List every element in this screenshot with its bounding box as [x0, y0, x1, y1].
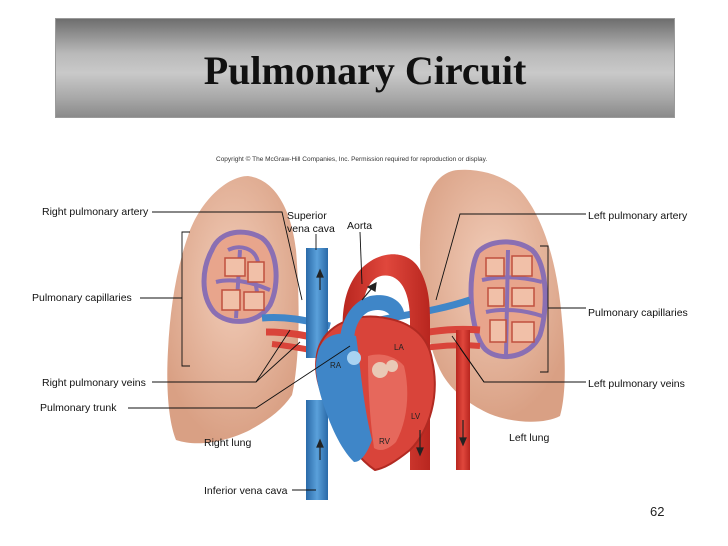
label-pulmonary-capillaries-right-lung: Pulmonary capillaries [32, 292, 132, 304]
label-pulmonary-capillaries-left-lung: Pulmonary capillaries [588, 307, 688, 319]
title-bar: Pulmonary Circuit [55, 18, 675, 118]
label-la: LA [394, 343, 404, 352]
label-left-lung: Left lung [509, 432, 550, 444]
inferior-vena-cava-shape [306, 400, 328, 500]
slide-title: Pulmonary Circuit [203, 48, 527, 93]
label-superior-vena-cava-line2: vena cava [287, 223, 335, 235]
label-right-lung: Right lung [204, 437, 252, 449]
left-lung-capillary-bed [468, 239, 548, 360]
page-number: 62 [650, 504, 665, 519]
label-superior-vena-cava-line1: Superior [287, 210, 327, 222]
copyright-notice: Copyright © The McGraw-Hill Companies, I… [216, 156, 488, 163]
label-ra: RA [330, 361, 342, 370]
label-aorta: Aorta [347, 220, 373, 232]
label-lv: LV [411, 412, 421, 421]
label-right-pulmonary-veins: Right pulmonary veins [42, 377, 146, 389]
label-right-pulmonary-artery: Right pulmonary artery [42, 206, 149, 218]
right-lung-capillary-bed [201, 229, 279, 324]
label-left-pulmonary-artery: Left pulmonary artery [588, 210, 688, 222]
label-rv: RV [379, 437, 390, 446]
label-left-pulmonary-veins: Left pulmonary veins [588, 378, 685, 390]
label-inferior-vena-cava: Inferior vena cava [204, 485, 288, 497]
label-pulmonary-trunk: Pulmonary trunk [40, 402, 117, 414]
pulmonary-trunk-shape [340, 295, 404, 342]
